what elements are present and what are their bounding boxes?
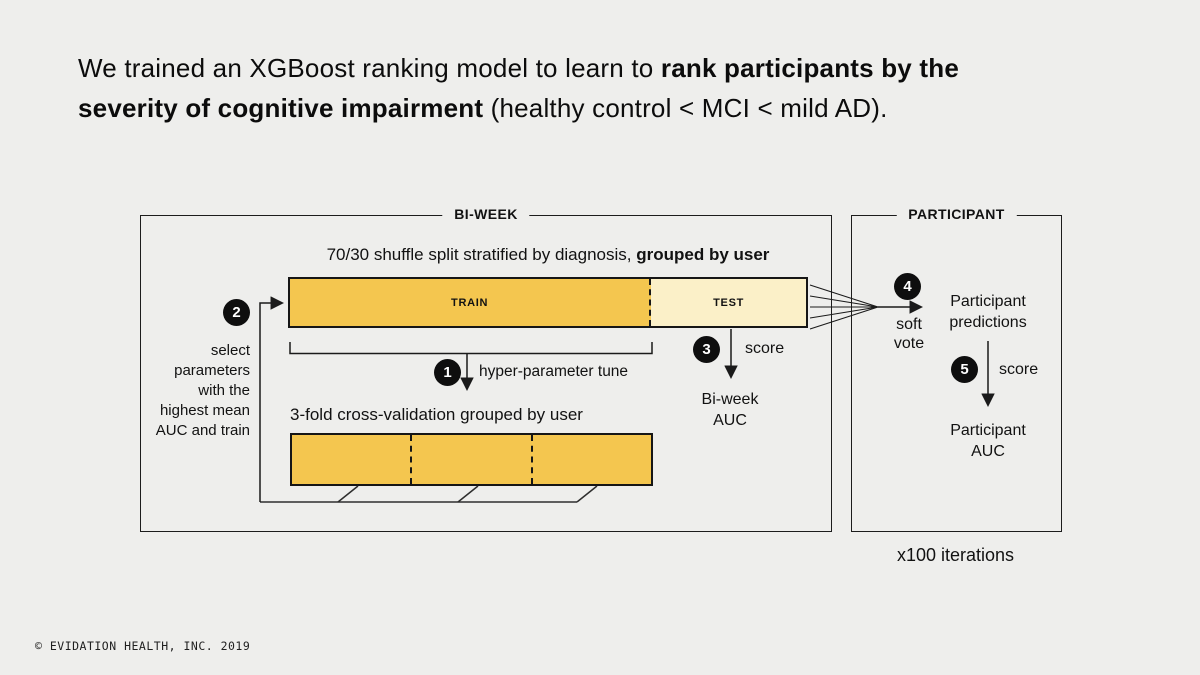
participant-panel: PARTICIPANT xyxy=(851,206,1062,532)
soft-vote-label: soft vote xyxy=(893,316,925,352)
step-3-badge: 3 xyxy=(693,336,720,363)
biweek-auc-label: Bi-week AUC xyxy=(701,391,759,429)
participant-predictions-label: Participant predictions xyxy=(949,293,1027,331)
copyright-footer: © EVIDATION HEALTH, INC. 2019 xyxy=(35,639,251,653)
split-caption: 70/30 shuffle split stratified by diagno… xyxy=(288,245,808,265)
hyper-parameter-tune-label: hyper-parameter tune xyxy=(479,363,629,380)
split-caption-normal: 70/30 shuffle split stratified by diagno… xyxy=(326,245,637,264)
iterations-note: x100 iterations xyxy=(896,545,1015,565)
step-5-badge: 5 xyxy=(951,356,978,383)
train-label: TRAIN xyxy=(451,296,489,309)
title-normal-1: We trained an XGBoost ranking model to l… xyxy=(78,53,661,83)
cv-bar xyxy=(290,433,653,486)
biweek-panel: BI-WEEK xyxy=(140,206,832,532)
step-4-badge: 4 xyxy=(894,273,921,300)
slide-title: We trained an XGBoost ranking model to l… xyxy=(78,48,1138,128)
title-bold-2: severity of cognitive impairment xyxy=(78,93,484,123)
cv-fold-3 xyxy=(530,435,651,484)
cv-fold-1 xyxy=(292,435,410,484)
test-label: TEST xyxy=(713,296,745,309)
participant-auc-label: Participant AUC xyxy=(950,422,1026,460)
test-segment: TEST xyxy=(651,279,806,326)
title-bold-1: rank participants by the xyxy=(660,53,959,83)
cv-fold-2 xyxy=(410,435,530,484)
score-label-biweek: score xyxy=(745,340,785,357)
select-note-line: parameters xyxy=(174,362,250,379)
step-2-badge: 2 xyxy=(223,299,250,326)
title-normal-2: (healthy control < MCI < mild AD). xyxy=(483,93,888,123)
train-segment: TRAIN xyxy=(290,279,652,326)
participant-panel-title: PARTICIPANT xyxy=(896,206,1017,222)
select-note-line: highest mean xyxy=(159,402,250,419)
select-note-line: AUC and train xyxy=(155,422,250,439)
select-note-line: select xyxy=(210,342,250,359)
biweek-panel-title: BI-WEEK xyxy=(442,206,530,222)
split-caption-bold: grouped by user xyxy=(636,245,770,264)
select-parameters-note: select parameters with the highest mean … xyxy=(132,341,250,441)
train-test-split-bar: TRAIN TEST xyxy=(288,277,808,328)
score-label-participant: score xyxy=(999,361,1039,378)
select-note-line: with the xyxy=(198,382,250,399)
cv-caption: 3-fold cross-validation grouped by user xyxy=(290,405,583,424)
step-1-badge: 1 xyxy=(434,359,461,386)
